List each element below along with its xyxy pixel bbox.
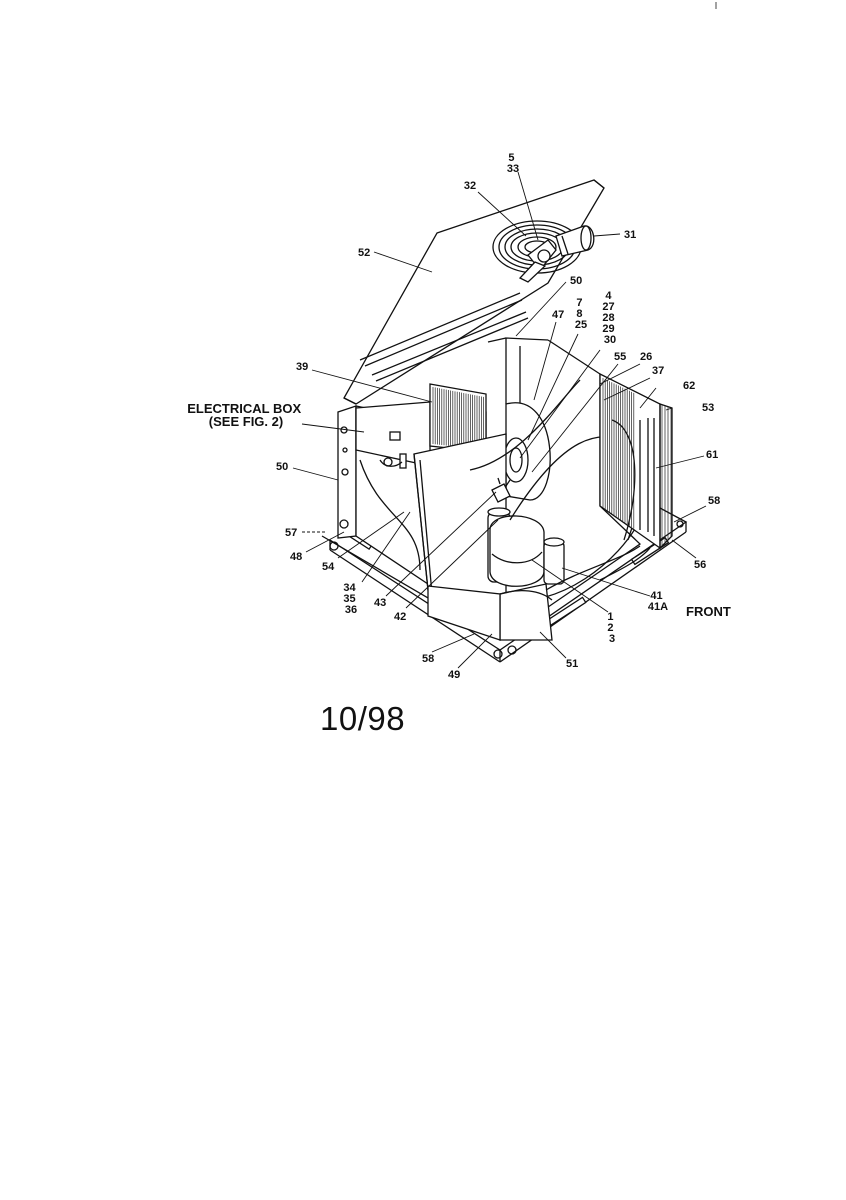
callout-41-41a: 41 41A [648, 590, 668, 613]
revision-date: 10/98 [320, 700, 406, 737]
callout-57: 57 [285, 527, 297, 539]
callout-37: 37 [652, 365, 664, 377]
coil-guard-bars [661, 405, 672, 546]
callout-50-left: 50 [276, 461, 288, 473]
callout-47: 47 [552, 309, 564, 321]
callout-52: 52 [358, 247, 370, 259]
outdoor-coil [599, 372, 661, 550]
front-wrap-edge [545, 545, 641, 591]
callout-55: 55 [614, 351, 626, 363]
callout-49: 49 [448, 669, 460, 681]
callout-electrical-box: ELECTRICAL BOX (SEE FIG. 2) [187, 401, 305, 429]
callout-56: 56 [694, 559, 706, 571]
callout-34-36: 34 35 36 [343, 582, 358, 616]
callout-48: 48 [290, 551, 302, 563]
callout-50-top: 50 [570, 275, 582, 287]
callout-front: FRONT [686, 604, 731, 619]
callout-61: 61 [706, 449, 718, 461]
callout-39: 39 [296, 361, 308, 373]
fan-blade [518, 239, 557, 283]
callout-58-right: 58 [708, 495, 720, 507]
compressor [489, 515, 565, 587]
callout-54: 54 [322, 561, 335, 573]
fan-motor [555, 225, 595, 257]
blower-housing [503, 402, 551, 501]
callout-4-27-30: 4 27 28 29 30 [602, 290, 617, 346]
callout-43: 43 [374, 597, 386, 609]
expansion-valve [491, 477, 511, 503]
callout-51: 51 [566, 658, 578, 670]
callout-7-8-25: 7 8 25 [575, 297, 587, 331]
callout-32: 32 [464, 180, 476, 192]
callout-42: 42 [394, 611, 406, 623]
callout-5-33: 5 33 [507, 152, 519, 175]
callout-53: 53 [702, 402, 714, 414]
callout-1-2-3: 1 2 3 [607, 611, 616, 645]
callout-58-bottom: 58 [422, 653, 434, 665]
callout-62: 62 [683, 380, 695, 392]
front-access-panel [427, 583, 553, 641]
callout-labels: 5 33 32 31 52 50 47 7 8 25 4 27 28 29 30… [187, 152, 731, 681]
callout-31: 31 [624, 229, 636, 241]
callout-26: 26 [640, 351, 652, 363]
leader-lines [292, 171, 707, 669]
top-cover-panel [343, 179, 605, 405]
coil-guard [639, 403, 673, 550]
outdoor-coil-fins [602, 378, 635, 529]
